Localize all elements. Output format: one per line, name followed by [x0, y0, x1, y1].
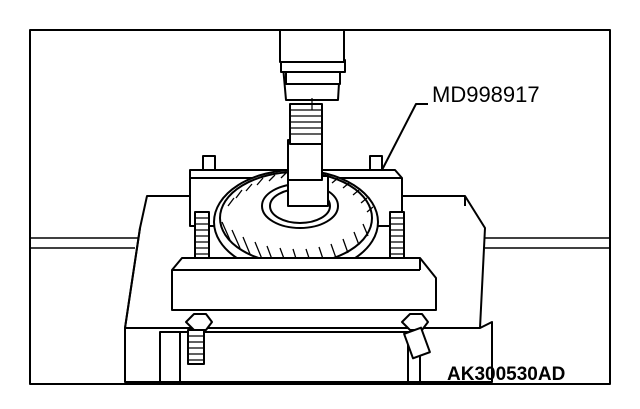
front-nuts [185, 313, 431, 365]
front-plate [171, 257, 437, 311]
press-shaft [279, 29, 346, 207]
background-rails [30, 237, 610, 249]
part-number-label: MD998917 [432, 82, 540, 107]
threaded-bolts [194, 211, 405, 261]
figure-code-label: AK300530AD [447, 364, 566, 385]
leader-line [381, 103, 428, 171]
